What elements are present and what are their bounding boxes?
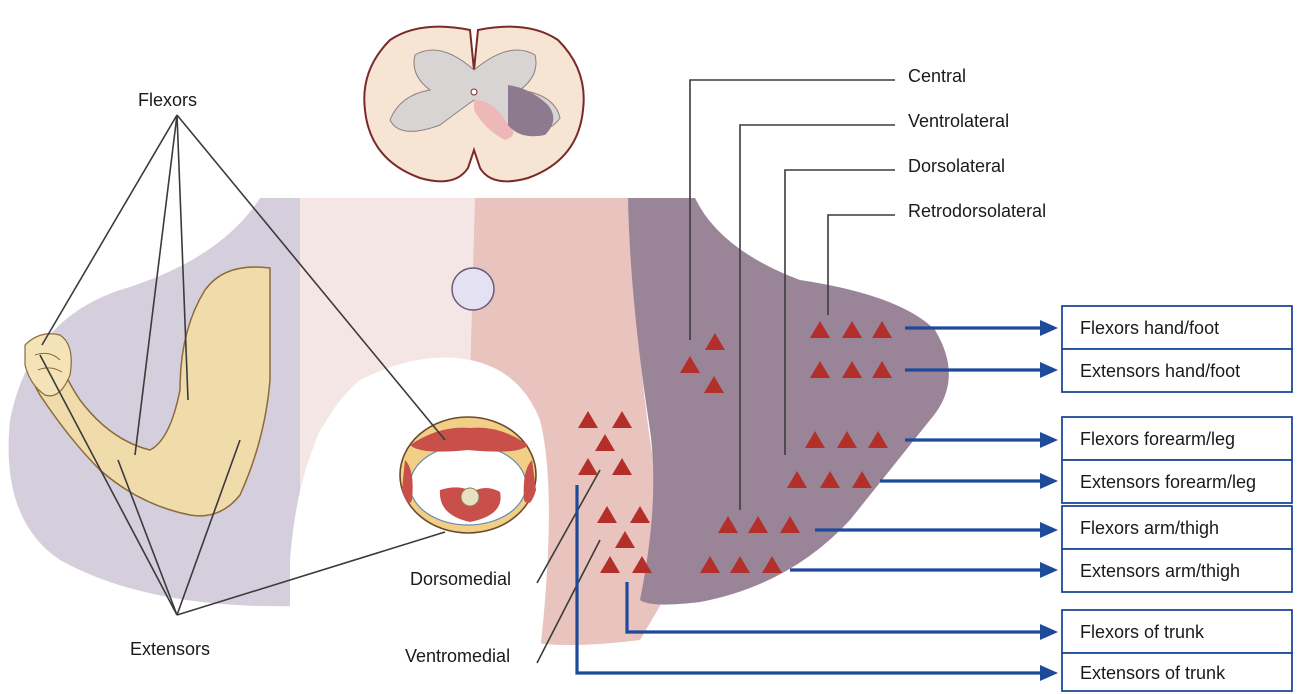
ventrolateral-label: Ventrolateral — [908, 111, 1009, 131]
central-canal — [451, 267, 495, 311]
motor-neuron-marker — [805, 431, 825, 448]
trunk-cross-section — [399, 416, 537, 534]
arrow-flexors-arm-thigh — [815, 522, 1058, 538]
motor-neuron-marker — [868, 431, 888, 448]
column-leaders — [536, 79, 895, 664]
motor-neuron-marker — [632, 556, 652, 573]
motor-neuron-marker — [748, 516, 768, 533]
motor-neuron-marker — [780, 516, 800, 533]
lateral-region — [628, 198, 949, 605]
target-label: Extensors forearm/leg — [1080, 472, 1256, 492]
retrodorsolateral-label: Retrodorsolateral — [908, 201, 1046, 221]
target-box: Flexors hand/foot — [1061, 305, 1293, 350]
arrow-flexors-of-trunk — [625, 582, 1058, 640]
motor-neuron-marker — [615, 531, 635, 548]
motor-neuron-marker — [718, 516, 738, 533]
ventromedial-label: Ventromedial — [405, 646, 510, 666]
target-box: Extensors hand/foot — [1061, 348, 1293, 393]
motor-neuron-marker — [612, 458, 632, 475]
motor-neuron-marker — [810, 361, 830, 378]
region-labels: Flexors Extensors Central Ventrolateral … — [130, 66, 1046, 666]
target-label: Flexors forearm/leg — [1080, 429, 1235, 449]
target-box: Flexors arm/thigh — [1061, 505, 1293, 550]
motor-neuron-marker — [852, 471, 872, 488]
extensors-label: Extensors — [130, 639, 210, 659]
arm-illustration — [24, 266, 271, 517]
spinal-cord-section — [363, 25, 585, 183]
target-box: Flexors forearm/leg — [1061, 416, 1293, 461]
motor-neuron-marker — [680, 356, 700, 373]
arrow-flexors-hand-foot — [905, 320, 1058, 336]
flexor-extensor-leaders — [39, 114, 446, 616]
motor-neuron-marker — [700, 556, 720, 573]
motor-neuron-marker — [872, 361, 892, 378]
central-label: Central — [908, 66, 966, 86]
motor-neuron-marker — [705, 333, 725, 350]
motor-neuron-marker — [837, 431, 857, 448]
target-box: Extensors arm/thigh — [1061, 548, 1293, 593]
target-label: Flexors of trunk — [1080, 622, 1205, 642]
target-label: Flexors hand/foot — [1080, 318, 1219, 338]
target-boxes: Flexors hand/foot Extensors hand/foot Fl… — [1061, 305, 1293, 692]
motor-neuron-marker — [597, 506, 617, 523]
motor-neuron-marker — [630, 506, 650, 523]
arrow-extensors-forearm-leg — [880, 473, 1058, 489]
arrow-flexors-forearm-leg — [905, 432, 1058, 448]
motor-neuron-marker — [842, 361, 862, 378]
motor-neuron-marker — [820, 471, 840, 488]
motor-neuron-marker — [578, 458, 598, 475]
target-box: Extensors forearm/leg — [1061, 459, 1293, 504]
motor-neuron-marker — [600, 556, 620, 573]
dorsolateral-label: Dorsolateral — [908, 156, 1005, 176]
target-box: Flexors of trunk — [1061, 609, 1293, 654]
target-label: Flexors arm/thigh — [1080, 518, 1219, 538]
target-label: Extensors hand/foot — [1080, 361, 1240, 381]
target-label: Extensors of trunk — [1080, 663, 1226, 683]
motor-neuron-marker — [595, 434, 615, 451]
motor-neuron-marker — [612, 411, 632, 428]
central-strip — [294, 198, 475, 606]
arrow-extensors-of-trunk — [575, 485, 1058, 681]
motor-neuron-marker — [872, 321, 892, 338]
motor-neuron-marker — [730, 556, 750, 573]
arrow-extensors-arm-thigh — [790, 562, 1058, 578]
motor-neuron-marker — [762, 556, 782, 573]
output-arrows — [575, 320, 1058, 681]
flexors-label: Flexors — [138, 90, 197, 110]
motor-neuron-marker — [842, 321, 862, 338]
motor-neuron-marker — [787, 471, 807, 488]
arrow-extensors-hand-foot — [905, 362, 1058, 378]
motor-neuron-pools — [578, 321, 892, 573]
dorsomedial-label: Dorsomedial — [410, 569, 511, 589]
motor-neuron-marker — [810, 321, 830, 338]
target-label: Extensors arm/thigh — [1080, 561, 1240, 581]
target-box: Extensors of trunk — [1061, 652, 1293, 692]
motor-neuron-marker — [578, 411, 598, 428]
motor-neuron-marker — [704, 376, 724, 393]
